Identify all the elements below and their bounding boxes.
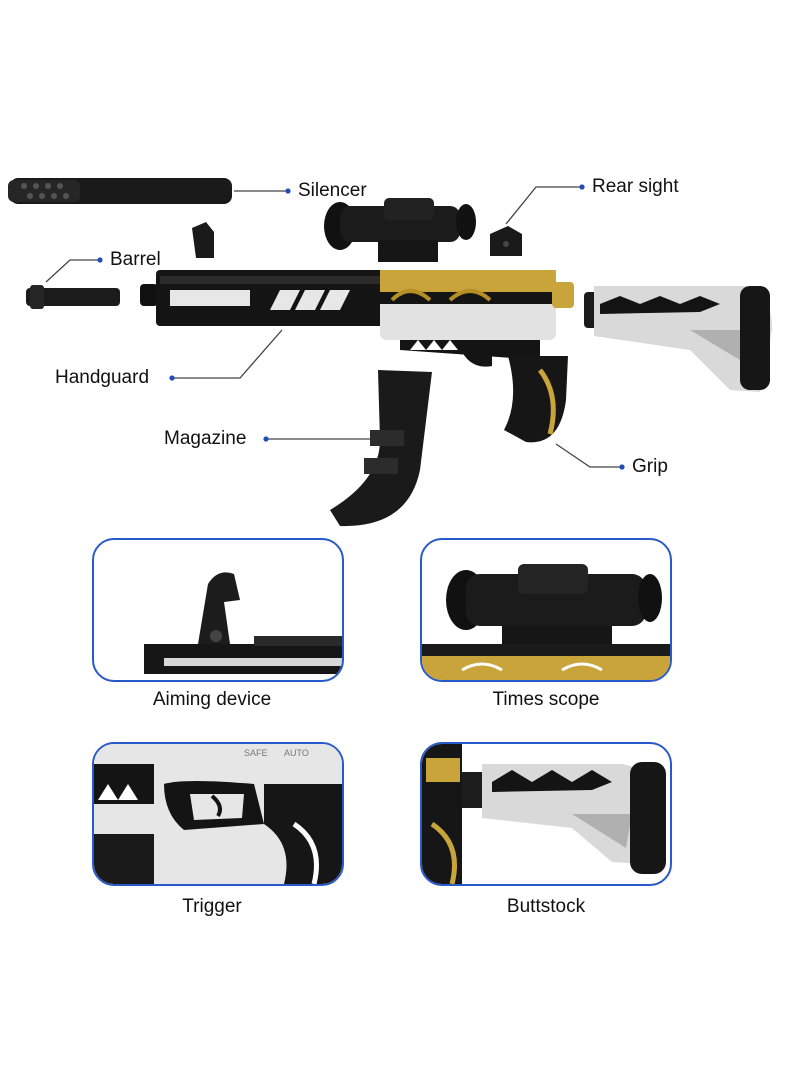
aiming-device-caption: Aiming device <box>152 689 272 710</box>
aiming-device-image <box>144 572 342 674</box>
leader-dots <box>97 184 625 470</box>
magazine-label: Magazine <box>164 428 247 449</box>
auto-marking: AUTO <box>284 748 309 758</box>
silencer-label: Silencer <box>298 180 367 201</box>
aiming-device-panel <box>92 538 344 682</box>
top-scope-part <box>324 198 476 262</box>
times-scope-image <box>422 564 670 680</box>
front-sight-part <box>192 222 214 258</box>
magazine-part <box>330 370 432 527</box>
silencer-part <box>8 178 232 204</box>
barrel-part <box>26 285 120 309</box>
rear-sight-label: Rear sight <box>592 176 679 197</box>
safe-marking: SAFE <box>244 748 268 758</box>
buttstock-image <box>422 744 666 884</box>
trigger-image: SAFE AUTO <box>94 744 342 884</box>
buttstock-caption: Buttstock <box>506 896 586 917</box>
buttstock-part <box>584 286 772 392</box>
barrel-label: Barrel <box>110 249 161 270</box>
buttstock-panel <box>420 742 672 886</box>
leader-lines <box>45 186 622 468</box>
handguard-label: Handguard <box>55 367 150 388</box>
times-scope-caption: Times scope <box>492 689 600 710</box>
times-scope-panel <box>420 538 672 682</box>
rear-sight-part <box>490 226 522 256</box>
trigger-caption: Trigger <box>182 896 242 917</box>
grip-part <box>504 356 568 443</box>
trigger-panel: SAFE AUTO <box>92 742 344 886</box>
exploded-parts-diagram <box>8 178 772 527</box>
grip-label: Grip <box>632 456 668 477</box>
rifle-body <box>140 270 574 367</box>
